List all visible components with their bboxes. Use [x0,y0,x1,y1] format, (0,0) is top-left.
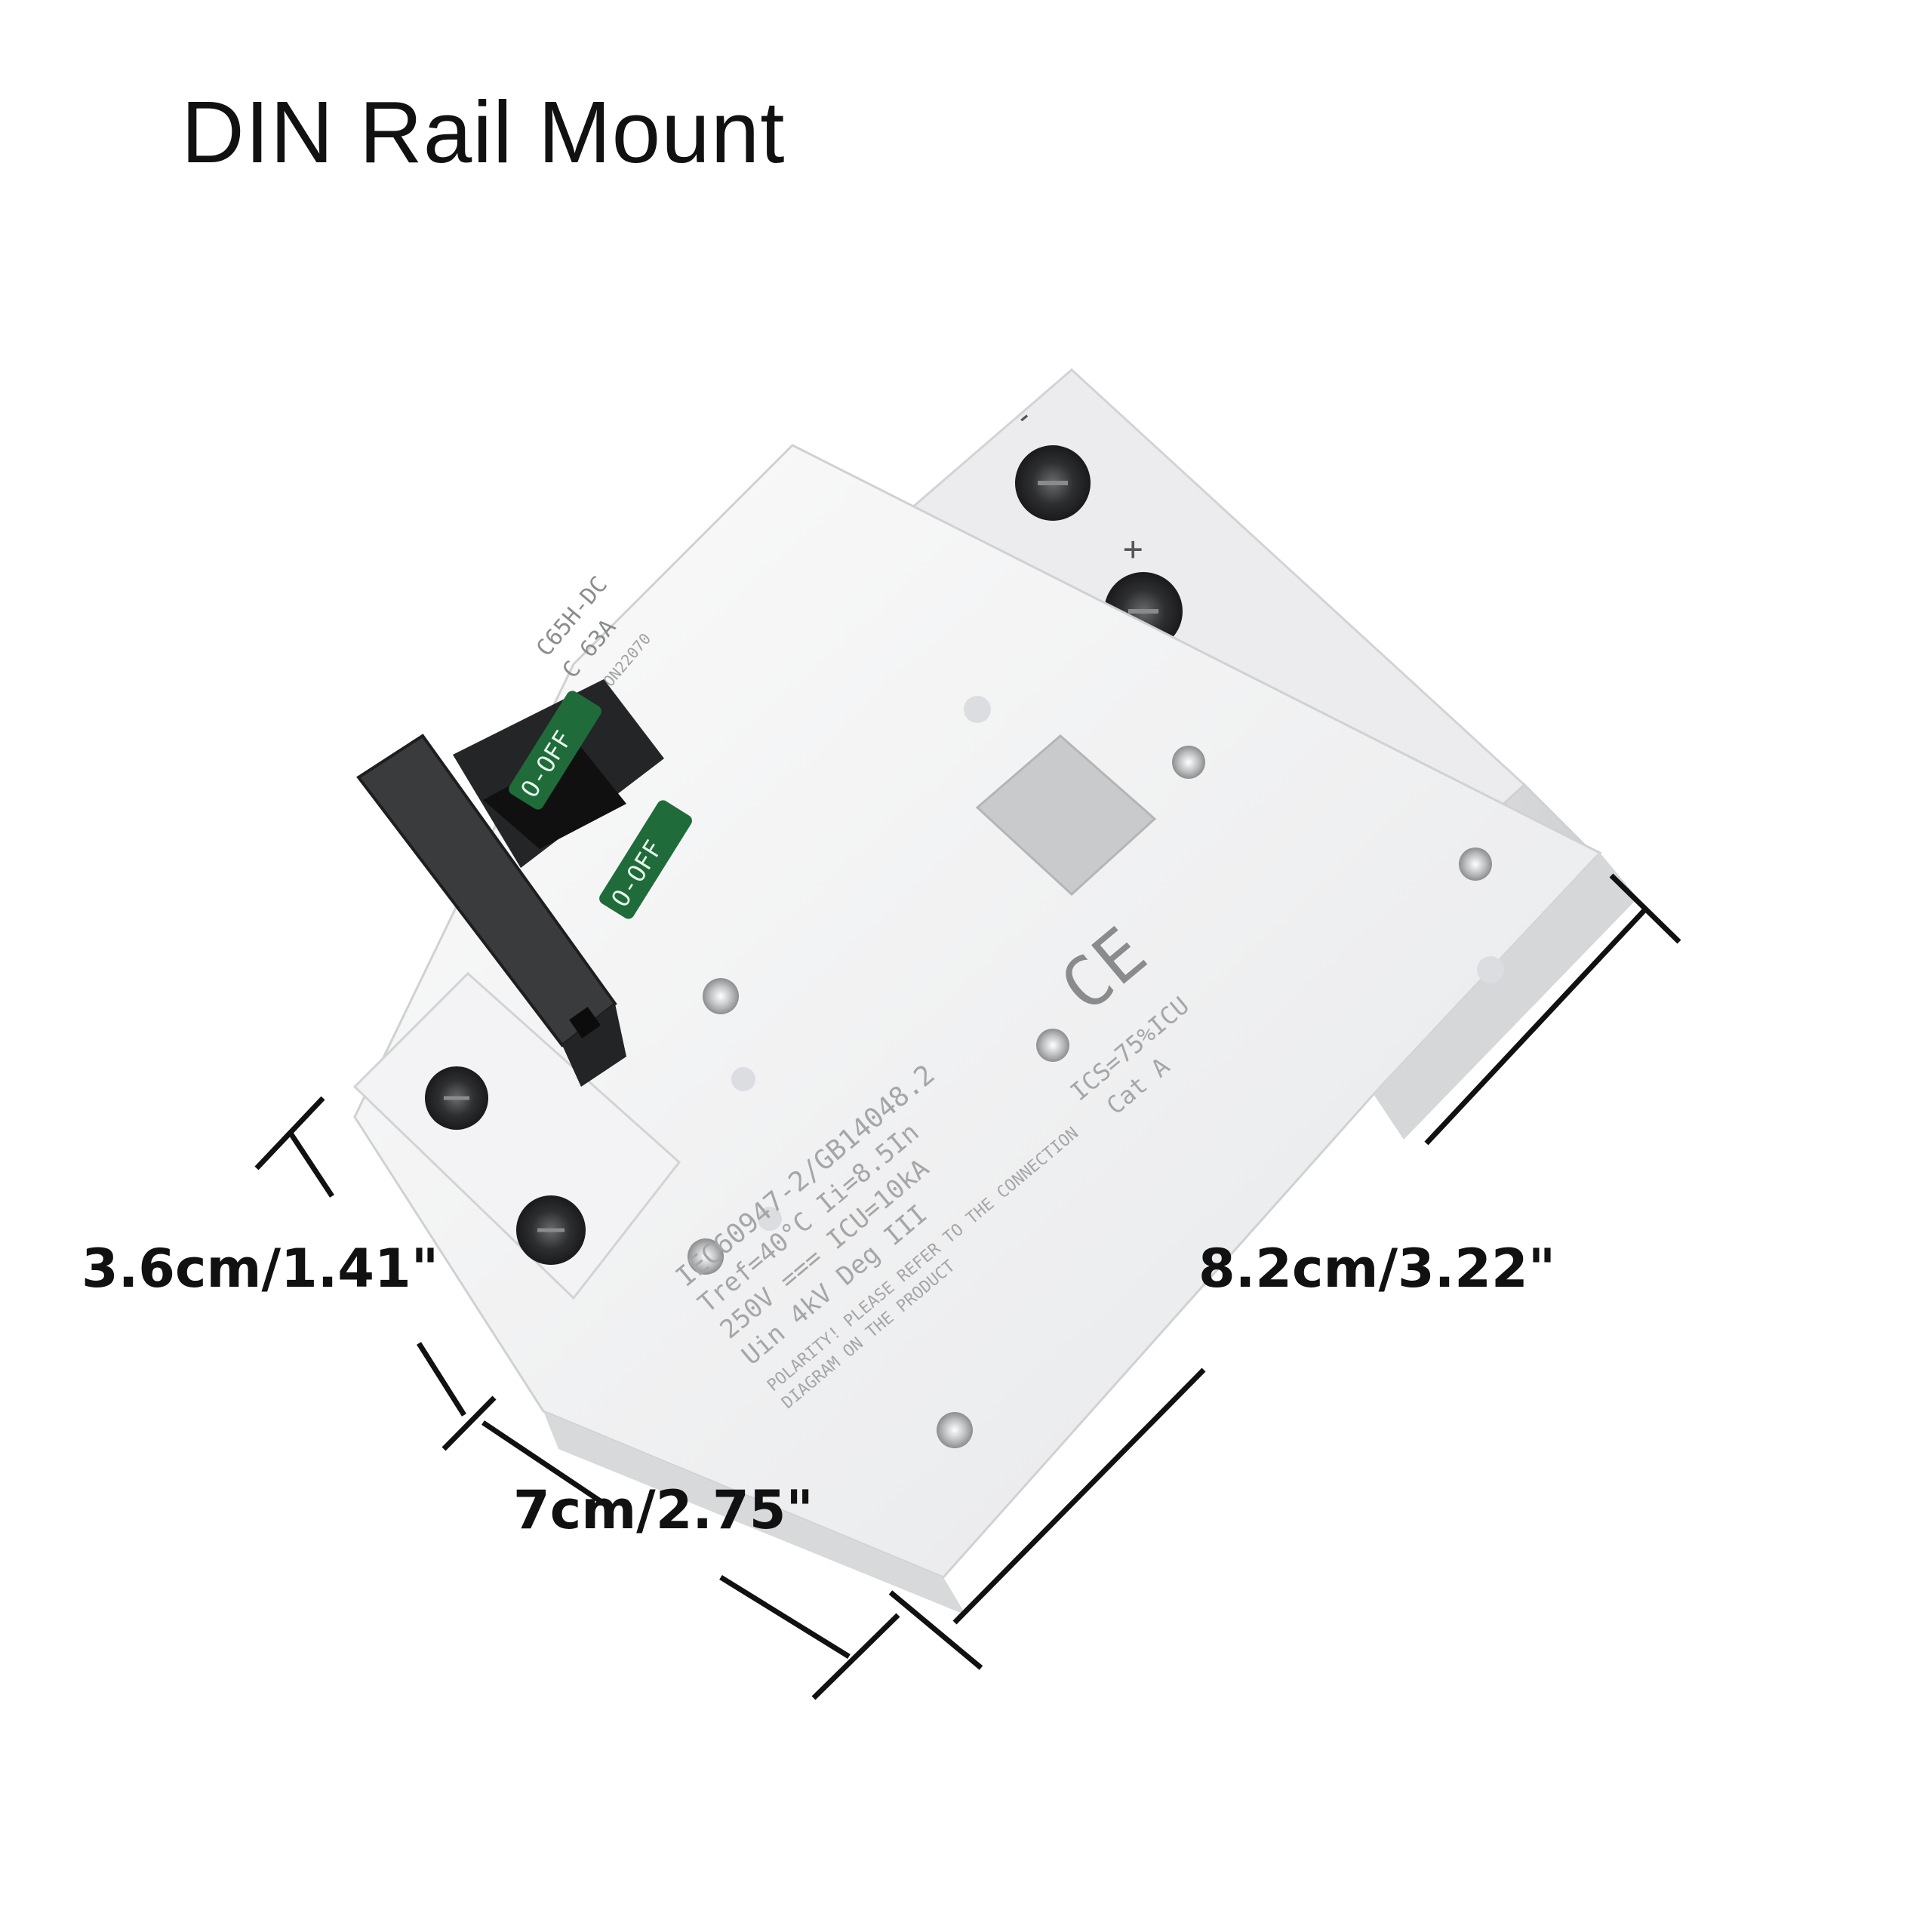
width-dimension-label: 7cm/2.75" [513,1479,814,1541]
breaker-body [352,444,1638,1615]
height-leader-line [417,1342,466,1417]
toggle-handle: O-OFF O-OFF [356,679,692,1087]
length-leader-line [952,1367,1206,1625]
height-end-tick [441,1395,497,1451]
rivet-icon [703,978,739,1014]
width-end-tick [811,1613,900,1700]
page-title: DIN Rail Mount [181,83,786,181]
rivet-icon [1459,848,1492,881]
width-leader-line [719,1575,851,1659]
length-dimension-label: 8.2cm/3.22" [1198,1238,1556,1300]
rivet-icon [937,1412,973,1448]
dimension-lines [254,873,1681,1700]
din-clip-window [975,734,1157,897]
width-leader-line [481,1420,605,1506]
rivet-icon [1172,746,1205,779]
length-leader-line [1424,907,1647,1146]
length-end-tick [1609,873,1681,944]
terminal-plus-label: + [1123,530,1143,568]
rivet-icon [1036,1029,1069,1062]
length-end-tick [888,1590,983,1670]
height-dimension-label: 3.6cm/1.41" [82,1238,439,1300]
rivet-icon [688,1238,724,1275]
height-leader-line [288,1131,334,1198]
